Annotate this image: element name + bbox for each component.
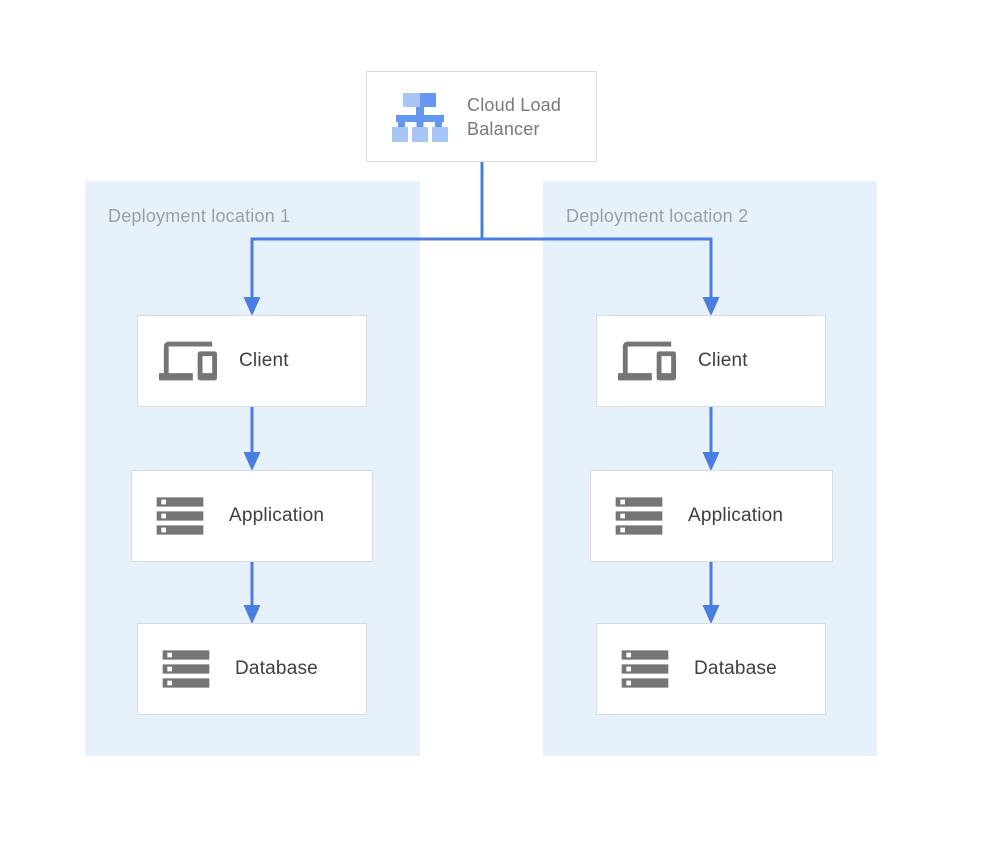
storage-icon (621, 650, 669, 688)
application-label: Application (688, 505, 784, 526)
database-label: Database (694, 658, 777, 679)
client-label: Client (698, 350, 748, 371)
storage-icon (156, 497, 204, 535)
load-balancer-icon (392, 92, 448, 142)
cloud-load-balancer-label: Cloud Load Balancer (467, 94, 562, 139)
devices-icon (159, 341, 217, 381)
cloud-load-balancer-node: Cloud Load Balancer (366, 71, 597, 162)
client-node-location-1: Client (137, 315, 367, 407)
application-label: Application (229, 505, 325, 526)
database-label: Database (235, 658, 318, 679)
storage-icon (615, 497, 663, 535)
devices-icon (618, 341, 676, 381)
application-node-location-1: Application (131, 470, 373, 562)
database-node-location-1: Database (137, 623, 367, 715)
database-node-location-2: Database (596, 623, 826, 715)
deployment-zone-2-label: Deployment location 2 (566, 206, 749, 226)
client-node-location-2: Client (596, 315, 826, 407)
application-node-location-2: Application (590, 470, 833, 562)
storage-icon (162, 650, 210, 688)
client-label: Client (239, 350, 289, 371)
deployment-zone-1-label: Deployment location 1 (108, 206, 291, 226)
